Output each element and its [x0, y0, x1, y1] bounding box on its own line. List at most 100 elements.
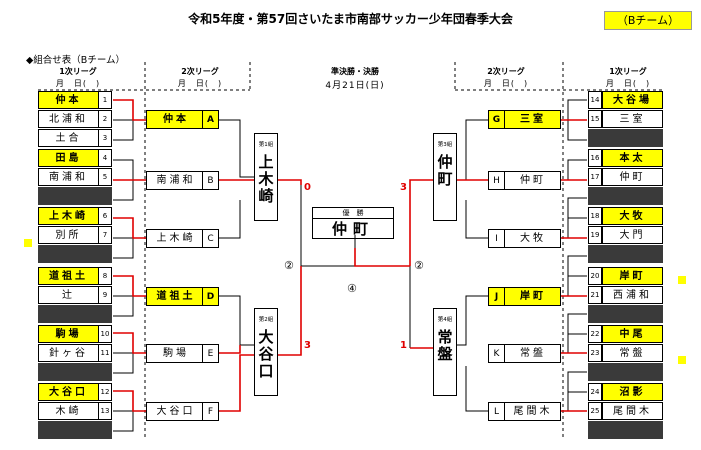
- slot-team-name: 上木崎: [156, 233, 196, 244]
- team-number: [588, 363, 602, 381]
- slot-letter: G: [489, 111, 505, 128]
- slot-letter: A: [202, 111, 218, 128]
- team-number: 11: [98, 344, 112, 362]
- team-name: 針ヶ谷: [38, 344, 99, 362]
- group-box-1: 第1組 上木崎: [254, 133, 278, 221]
- team-name: 沼影: [602, 383, 663, 401]
- team-number: [588, 421, 602, 439]
- group-label: 第1組: [258, 142, 274, 148]
- slot-letter: F: [202, 403, 218, 420]
- score-group-2: 3: [304, 340, 311, 351]
- slot-letter: I: [489, 230, 505, 247]
- date-right-second: 月 日( ): [483, 79, 529, 88]
- team-name: 常盤: [602, 344, 663, 362]
- team-number: 4: [98, 149, 112, 167]
- group-label: 第3組: [437, 142, 453, 148]
- team-number: 25: [588, 402, 602, 420]
- team-name: 駒場: [38, 325, 99, 343]
- team-number: 9: [98, 286, 112, 304]
- team-name: 西浦和: [602, 286, 663, 304]
- empty-slot: [602, 245, 663, 263]
- marker: [678, 276, 686, 284]
- slot-letter: E: [202, 345, 218, 362]
- group-box-3: 第3組 仲町: [433, 133, 457, 221]
- empty-slot: [38, 187, 99, 205]
- team-number: 18: [588, 207, 602, 225]
- header-center: 準決勝・決勝: [331, 67, 379, 76]
- slot-team-name: 尾間木: [513, 406, 553, 417]
- team-number: [98, 421, 112, 439]
- marker: [24, 239, 32, 247]
- team-number: 7: [98, 226, 112, 244]
- slot-team-name: 南浦和: [156, 175, 196, 186]
- team-name: 木崎: [38, 402, 99, 420]
- marker: [678, 356, 686, 364]
- team-number: 16: [588, 149, 602, 167]
- team-name: 土合: [38, 129, 99, 147]
- group-label: 第4組: [437, 317, 453, 323]
- empty-slot: [602, 129, 663, 147]
- team-name: 岸町: [602, 267, 663, 285]
- team-number: 6: [98, 207, 112, 225]
- slot-letter: H: [489, 172, 505, 189]
- team-number: 10: [98, 325, 112, 343]
- team-name: 大谷口: [38, 383, 99, 401]
- team-number: [588, 187, 602, 205]
- team-number: 15: [588, 110, 602, 128]
- slot-letter: L: [489, 403, 505, 420]
- team-number: 17: [588, 168, 602, 186]
- team-name: 南浦和: [38, 168, 99, 186]
- team-name: 本太: [602, 149, 663, 167]
- slot-team-name: 仲本: [163, 114, 189, 125]
- group-winner: 常盤: [437, 328, 453, 363]
- empty-slot: [38, 305, 99, 323]
- slot-letter: D: [202, 288, 218, 305]
- team-number: 22: [588, 325, 602, 343]
- empty-slot: [602, 363, 663, 381]
- team-name: 尾間木: [602, 402, 663, 420]
- empty-slot: [38, 421, 99, 439]
- slot-team-name: 大谷口: [156, 406, 196, 417]
- champion-label: 優 勝: [313, 208, 393, 219]
- group-label: 第2組: [258, 317, 274, 323]
- slot-letter: C: [202, 230, 218, 247]
- date-center: 4月21日(日): [325, 81, 385, 91]
- group-winner: 大谷口: [258, 328, 274, 380]
- slot-team-name: 駒場: [163, 348, 189, 359]
- team-number: [588, 245, 602, 263]
- group-box-2: 第2組 大谷口: [254, 308, 278, 396]
- score-group-3: 3: [400, 182, 407, 193]
- date-left-first: 月 日( ): [55, 79, 101, 88]
- team-number: 2: [98, 110, 112, 128]
- team-name: 別所: [38, 226, 99, 244]
- champion-box: 優 勝 仲町: [312, 207, 394, 239]
- slot-team-name: 大牧: [520, 233, 546, 244]
- match-number-final: ④: [347, 282, 357, 295]
- match-number-semi-left: ②: [284, 259, 294, 272]
- team-number: [588, 129, 602, 147]
- team-number: 13: [98, 402, 112, 420]
- team-name: 田島: [38, 149, 99, 167]
- slot-team-name: 仲町: [520, 175, 546, 186]
- team-name: 北浦和: [38, 110, 99, 128]
- team-name: 上木崎: [38, 207, 99, 225]
- score-group-1: 0: [304, 182, 311, 193]
- slot-letter: K: [489, 345, 505, 362]
- slot-letter: J: [489, 288, 505, 305]
- team-name: 中尾: [602, 325, 663, 343]
- date-left-second: 月 日( ): [177, 79, 223, 88]
- team-number: 20: [588, 267, 602, 285]
- team-number: 1: [98, 91, 112, 109]
- team-number: 8: [98, 267, 112, 285]
- slot-team-name: 岸町: [520, 291, 546, 302]
- team-name: 大谷場: [602, 91, 663, 109]
- team-number: 5: [98, 168, 112, 186]
- team-number: 24: [588, 383, 602, 401]
- second-round-slot-a: 仲本 A: [146, 110, 219, 129]
- match-number-semi-right: ②: [414, 259, 424, 272]
- empty-slot: [602, 421, 663, 439]
